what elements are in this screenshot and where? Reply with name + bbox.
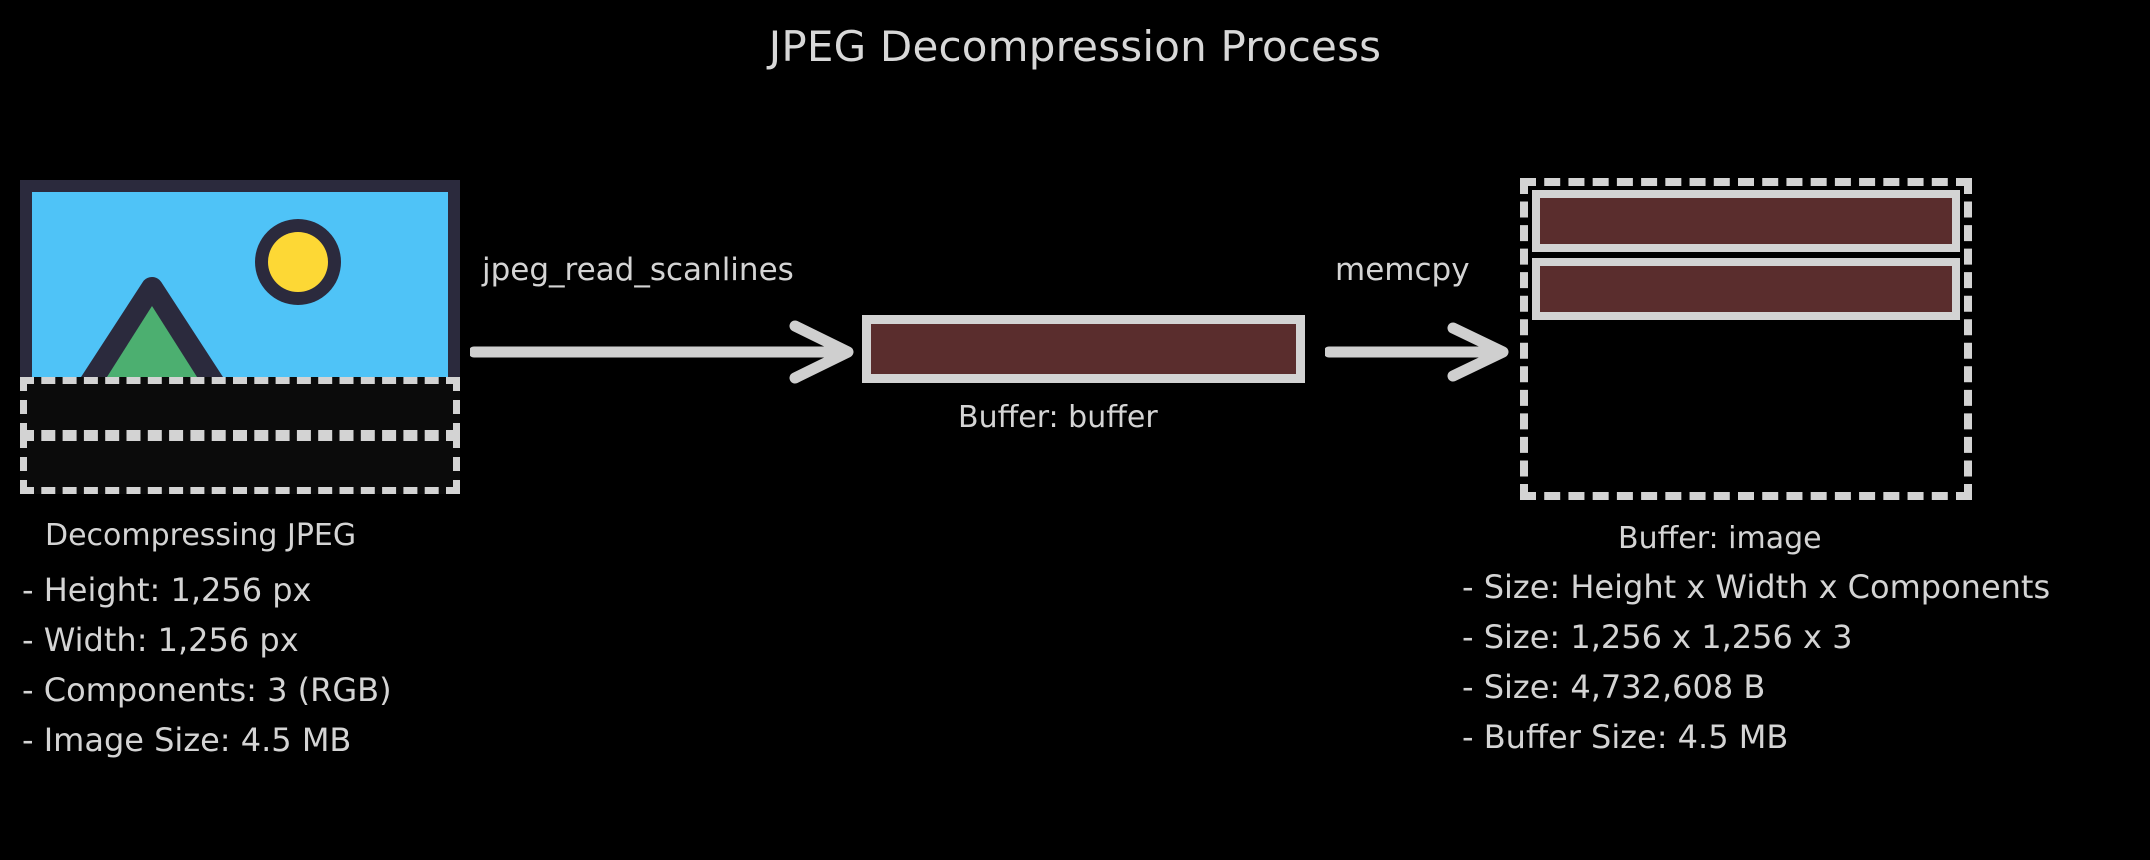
spec-item: - Height: 1,256 px	[22, 571, 312, 609]
undecoded-scanline-band	[20, 377, 460, 437]
scanline-buffer-caption: Buffer: buffer	[958, 400, 1158, 435]
sun-icon	[268, 232, 328, 292]
spec-item: - Image Size: 4.5 MB	[22, 721, 352, 759]
decompressing-jpeg-node	[20, 180, 460, 500]
spec-item: - Width: 1,256 px	[22, 621, 299, 659]
filled-scanline-row	[1532, 190, 1960, 252]
image-photo-icon	[20, 180, 460, 380]
page-title: JPEG Decompression Process	[768, 22, 1382, 71]
spec-item: - Components: 3 (RGB)	[22, 671, 392, 709]
edge-label-jpeg-read-scanlines: jpeg_read_scanlines	[482, 252, 794, 288]
edge-label-memcpy: memcpy	[1335, 252, 1470, 288]
mountain-icon	[105, 306, 199, 380]
filled-scanline-row	[1532, 258, 1960, 320]
image-buffer	[1520, 178, 1972, 500]
image-buffer-spec-list: - Size: Height x Width x Components - Si…	[1462, 567, 2050, 767]
spec-item: - Buffer Size: 4.5 MB	[1462, 718, 1789, 756]
decompressing-jpeg-caption: Decompressing JPEG	[45, 518, 357, 553]
image-buffer-caption: Buffer: image	[1618, 521, 1822, 556]
decompressing-jpeg-spec-list: - Height: 1,256 px - Width: 1,256 px - C…	[22, 570, 392, 770]
spec-item: - Size: 1,256 x 1,256 x 3	[1462, 618, 1853, 656]
spec-item: - Size: Height x Width x Components	[1462, 568, 2051, 606]
photo-contents-svg	[79, 219, 341, 380]
spec-item: - Size: 4,732,608 B	[1462, 668, 1766, 706]
undecoded-scanline-band	[20, 434, 460, 494]
mountain-icon-outline	[79, 277, 225, 380]
arrow-jpeg-read-scanlines	[470, 320, 854, 384]
arrow-memcpy	[1325, 322, 1509, 382]
scanline-buffer	[862, 315, 1305, 383]
